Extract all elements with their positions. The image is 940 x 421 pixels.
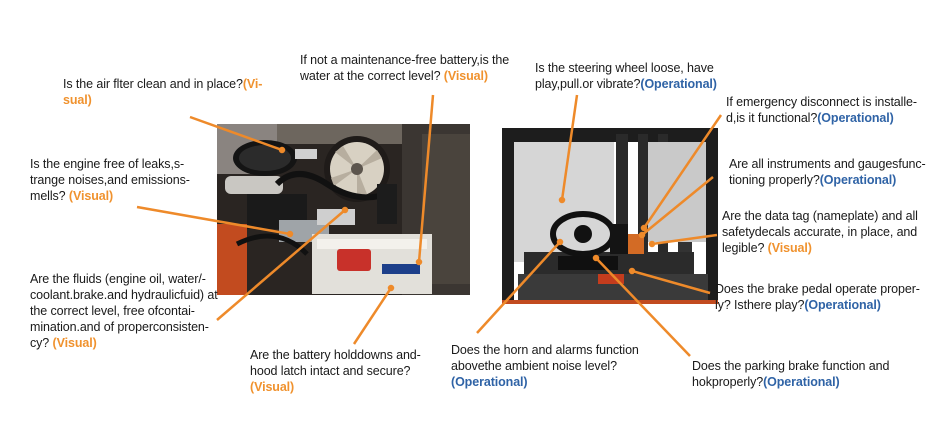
callout-steering-tag: (Operational) <box>640 77 717 91</box>
engine-photo <box>217 124 470 295</box>
cab-photo <box>498 124 722 304</box>
callout-air-filter-text: Is the air flter clean and in place? <box>63 77 243 91</box>
callout-engine-leaks: Is the engine free of leaks,s-trange noi… <box>30 156 195 204</box>
callout-parking-brake: Does the parking brake function and hokp… <box>692 358 897 390</box>
callout-data-tag-text: Are the data tag (nameplate) and all saf… <box>722 209 918 255</box>
callout-parking-brake-text: Does the parking brake function and hokp… <box>692 359 890 389</box>
cab-photo-drawing <box>498 124 722 304</box>
leader-holddowns <box>352 287 393 345</box>
callout-fluids: Are the fluids (engine oil, water/-coola… <box>30 271 220 351</box>
callout-air-filter: Is the air flter clean and in place?(Vi-… <box>63 76 268 108</box>
callout-data-tag-tag: (Visual) <box>767 241 812 255</box>
callout-parking-brake-tag: (Operational) <box>763 375 840 389</box>
callout-data-tag: Are the data tag (nameplate) and all saf… <box>722 208 922 256</box>
callout-brake-pedal-text: Does the brake pedal operate proper-ly? … <box>715 282 920 312</box>
callout-brake-pedal-tag: (Operational) <box>804 298 881 312</box>
callout-instruments: Are all instruments and gaugesfunc-tioni… <box>729 156 934 188</box>
callout-fluids-text: Are the fluids (engine oil, water/-coola… <box>30 272 218 350</box>
callout-steering-text: Is the steering wheel loose, have play,p… <box>535 61 714 91</box>
callout-emergency: If emergency disconnect is installe-d,is… <box>726 94 931 126</box>
callout-battery-water-tag: (Visual) <box>443 69 488 83</box>
callout-horn-text: Does the horn and alarms function abovet… <box>451 343 639 373</box>
callout-engine-leaks-tag: (Visual) <box>68 189 114 203</box>
callout-horn: Does the horn and alarms function abovet… <box>451 342 646 390</box>
callout-steering: Is the steering wheel loose, have play,p… <box>535 60 725 92</box>
callout-holddowns-text: Are the battery holddowns and-hood latch… <box>250 348 421 378</box>
callout-instruments-tag: (Operational) <box>819 173 897 187</box>
callout-fluids-tag: (Visual) <box>52 336 97 350</box>
callout-horn-tag: (Operational) <box>451 375 528 389</box>
callout-battery-water: If not a maintenance-free battery,is the… <box>300 52 518 84</box>
callout-brake-pedal: Does the brake pedal operate proper-ly? … <box>715 281 925 313</box>
callout-instruments-text: Are all instruments and gaugesfunc-tioni… <box>729 157 926 187</box>
engine-photo-drawing <box>217 124 470 295</box>
callout-emergency-tag: (Operational) <box>817 111 894 125</box>
callout-air-filter-tag: (Vi-sual) <box>63 77 263 107</box>
callout-holddowns-tag: (Visual) <box>250 380 295 394</box>
callout-holddowns: Are the battery holddowns and-hood latch… <box>250 347 430 395</box>
callout-battery-water-text: If not a maintenance-free battery,is the… <box>300 53 510 83</box>
callout-emergency-text: If emergency disconnect is installe-d,is… <box>726 95 917 125</box>
callout-engine-leaks-text: Is the engine free of leaks,s-trange noi… <box>30 157 190 203</box>
